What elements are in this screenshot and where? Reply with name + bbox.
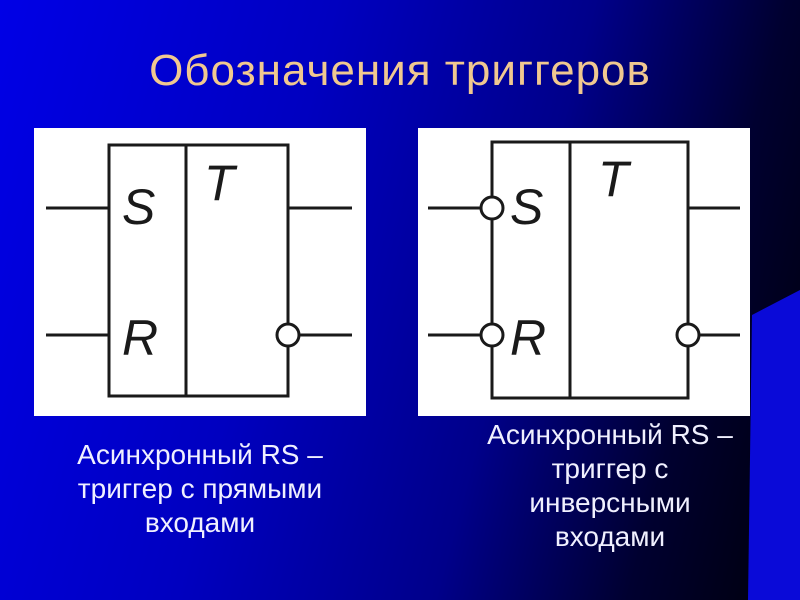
input-s-label: S [122,179,155,235]
caption-line: входами [144,507,256,538]
trigger-outer-box [107,143,290,398]
input-r-label: R [122,310,158,366]
caption-direct-inputs: Асинхронный RS – триггер с прямыми входа… [20,438,380,540]
output-inversion-circle [675,322,701,348]
diagram-panel-direct-inputs: S R T [34,128,366,416]
input-r-label: R [510,310,546,366]
input-r-inversion-circle [479,322,505,348]
rs-trigger-inverted-diagram: S R T [428,140,740,400]
caption-line: триггер с прямыми [77,473,323,504]
caption-line: триггер с [551,453,669,484]
caption-line: Асинхронный RS – [487,419,733,450]
caption-inverted-inputs: Асинхронный RS – триггер с инверсными вх… [420,418,800,554]
trigger-type-label: T [204,155,238,211]
caption-line: входами [554,521,666,552]
caption-line: Асинхронный RS – [77,439,323,470]
slide-title: Обозначения триггеров [149,46,651,95]
rs-trigger-direct-diagram: S R T [46,143,352,398]
input-s-inversion-circle [479,195,505,221]
input-s-label: S [510,179,543,235]
diagram-panel-inverted-inputs: S R T [418,128,750,416]
caption-line: инверсными [529,487,691,518]
output-inversion-circle [275,322,301,348]
trigger-outer-box [490,140,690,400]
trigger-type-label: T [598,151,632,207]
